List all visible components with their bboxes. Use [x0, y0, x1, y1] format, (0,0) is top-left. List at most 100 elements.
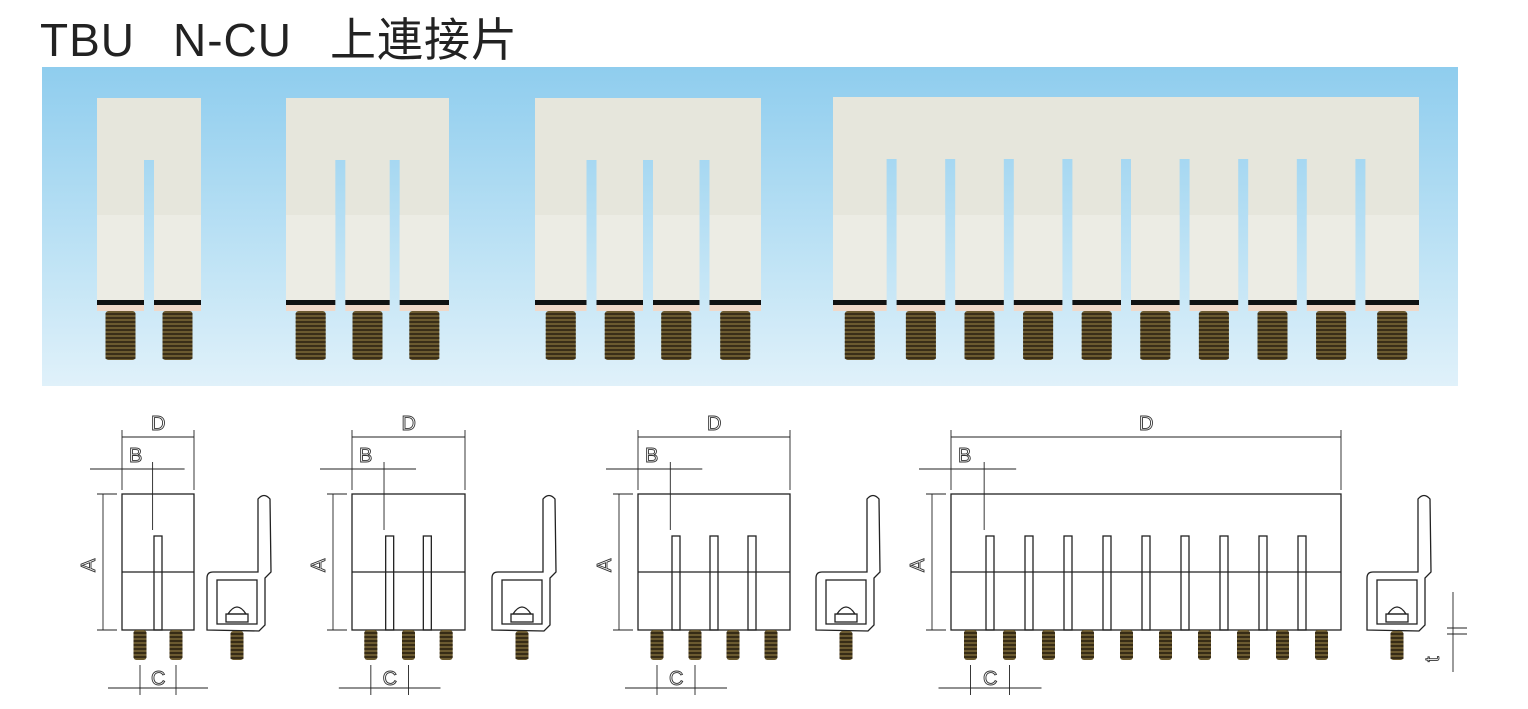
- screw: [964, 311, 995, 360]
- screw: [1081, 311, 1112, 360]
- label-c: C: [669, 668, 683, 690]
- finger-lower: [896, 215, 946, 300]
- title-series: TBU: [40, 14, 135, 66]
- drawing-side-2-pole: [206, 494, 272, 660]
- title-model: N-CU: [173, 14, 292, 66]
- screw: [604, 311, 635, 360]
- washer: [1013, 305, 1063, 311]
- screw: [352, 311, 383, 360]
- insulator-band: [833, 300, 887, 305]
- label-d: D: [402, 413, 416, 435]
- side-window: [501, 579, 543, 625]
- washer: [833, 305, 887, 311]
- screw: [1316, 311, 1347, 360]
- side-outline: [206, 494, 272, 632]
- outline: [950, 493, 1342, 631]
- label-b: B: [645, 445, 658, 467]
- finger-lower: [653, 215, 700, 300]
- screw: [1377, 311, 1408, 360]
- insulator-band: [896, 300, 946, 305]
- side-window: [216, 579, 258, 625]
- title-name: 上連接片: [329, 14, 518, 66]
- slot: [1258, 535, 1268, 631]
- screw-head: [835, 606, 857, 615]
- screw: [409, 311, 440, 360]
- label-b: B: [359, 445, 372, 467]
- screw-head: [1386, 606, 1408, 615]
- finger-lower: [154, 215, 201, 300]
- washer: [225, 613, 249, 623]
- washer: [286, 305, 336, 311]
- side-outline: [1366, 494, 1432, 632]
- insulator-band: [1072, 300, 1121, 305]
- screw: [661, 311, 692, 360]
- insulator-band: [286, 300, 336, 305]
- finger-lower: [345, 215, 390, 300]
- drawing-side-4-pole: [815, 494, 881, 660]
- slot: [1102, 535, 1112, 631]
- label-c: C: [383, 668, 397, 690]
- washer: [535, 305, 587, 311]
- finger-lower: [955, 215, 1004, 300]
- insulator-band: [1189, 300, 1239, 305]
- screw-head: [226, 606, 248, 615]
- washer: [1072, 305, 1121, 311]
- label-b: B: [958, 445, 971, 467]
- washer: [1248, 305, 1297, 311]
- screw-head: [511, 606, 533, 615]
- slot: [1180, 535, 1190, 631]
- slot: [385, 535, 395, 631]
- screw: [1257, 311, 1288, 360]
- screw: [162, 311, 193, 360]
- finger-lower: [399, 215, 449, 300]
- washer: [1131, 305, 1180, 311]
- finger-lower: [535, 215, 587, 300]
- screw: [1023, 311, 1054, 360]
- label-c: C: [151, 668, 165, 690]
- washer: [510, 613, 534, 623]
- outline: [351, 493, 466, 631]
- drawing-side-10-pole: t: [1366, 494, 1467, 672]
- slot: [709, 535, 719, 631]
- insulator-band: [955, 300, 1004, 305]
- finger-lower: [1013, 215, 1063, 300]
- slot: [1063, 535, 1073, 631]
- label-b: B: [129, 445, 142, 467]
- screw: [1140, 311, 1171, 360]
- insulator-band: [399, 300, 449, 305]
- label-a: A: [907, 558, 929, 572]
- insulator-band: [154, 300, 201, 305]
- outline: [637, 493, 791, 631]
- finger-lower: [709, 215, 761, 300]
- drawing-side-3-pole: [491, 494, 557, 660]
- washer: [1365, 305, 1419, 311]
- washer: [653, 305, 700, 311]
- insulator-band: [1365, 300, 1419, 305]
- slot: [1297, 535, 1307, 631]
- screw: [545, 311, 576, 360]
- insulator-band: [1013, 300, 1063, 305]
- connector-photo-10-pole: [833, 97, 1419, 360]
- side-window: [825, 579, 867, 625]
- outline: [121, 493, 195, 631]
- slot: [671, 535, 681, 631]
- label-d: D: [151, 413, 165, 435]
- insulator-band: [1248, 300, 1297, 305]
- side-outline: [815, 494, 881, 632]
- washer: [1189, 305, 1239, 311]
- finger-lower: [596, 215, 643, 300]
- page-title: TBU N-CU 上連接片: [40, 4, 556, 70]
- finger-lower: [833, 215, 887, 300]
- screw: [295, 311, 326, 360]
- washer: [834, 613, 858, 623]
- washer: [709, 305, 761, 311]
- washer: [596, 305, 643, 311]
- washer: [345, 305, 390, 311]
- label-d: D: [1139, 413, 1153, 435]
- insulator-band: [97, 300, 144, 305]
- washer: [1306, 305, 1356, 311]
